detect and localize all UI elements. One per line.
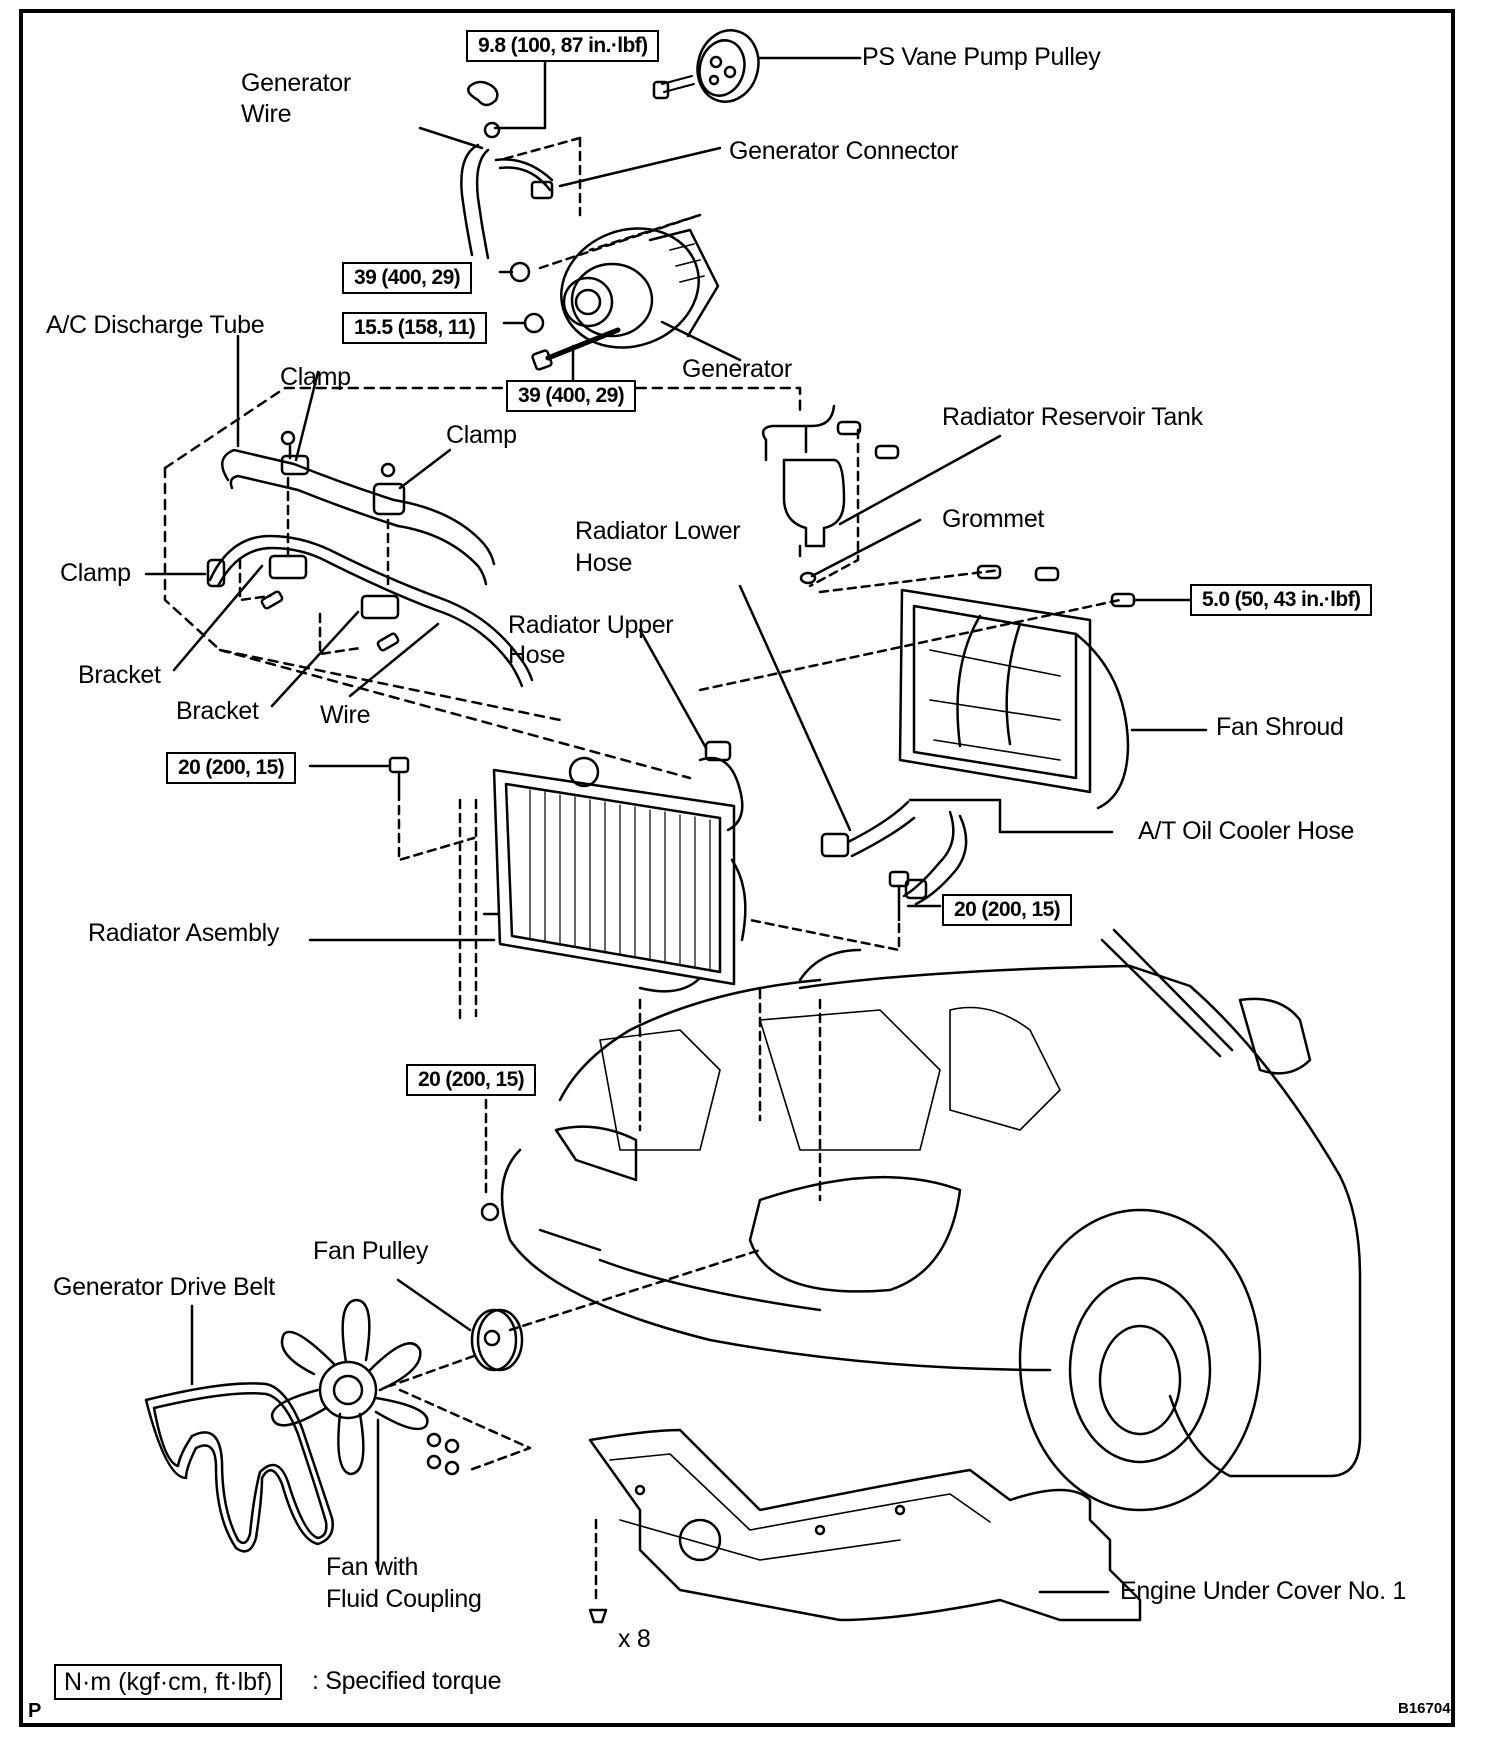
radiator-bolt-icons [308,756,942,1222]
label-generator-wire-line2: Wire [241,100,292,128]
torque-generator-terminal: 15.5 (158, 11) [342,312,488,344]
label-engine-under-cover: Engine Under Cover No. 1 [1120,1577,1407,1605]
label-fan-shroud: Fan Shroud [1216,713,1344,741]
label-clamp-top: Clamp [280,363,351,391]
label-grommet: Grommet [942,505,1045,533]
ac-discharge-tube-icon [221,334,496,590]
cap-icon [467,80,499,107]
corner-mark: P [28,1700,42,1722]
legend-description: : Specified torque [312,1667,502,1695]
vehicle-front-icon [500,928,1362,1512]
diagram-frame [19,9,1455,1727]
generator-wire-icon [418,126,722,260]
label-radiator-lower-hose-line1: Radiator Lower [575,517,741,545]
fan-with-fluid-coupling-icon [270,1298,532,1570]
reservoir-tank-icon [761,404,1002,588]
torque-radiator-left-bolt: 20 (200, 15) [166,752,297,784]
legend-torque-unit-box: N·m (kgf·cm, ft·lbf) [54,1664,283,1700]
dashed-guide [218,648,692,780]
label-ac-discharge-tube: A/C Discharge Tube [46,311,265,339]
label-generator-connector: Generator Connector [729,137,959,165]
label-generator: Generator [682,355,792,383]
ps-pump-pulley-icon [652,29,862,103]
label-fan-fluid-coupling-line2: Fluid Coupling [326,1585,482,1613]
label-clamp-left: Clamp [60,559,131,587]
label-fan-fluid-coupling-line1: Fan with [326,1553,419,1581]
label-ps-vane-pump-pulley: PS Vane Pump Pulley [862,43,1101,71]
generator-icon [498,213,742,382]
label-bracket-left: Bracket [78,661,161,689]
figure-id: B16704 [1398,1700,1451,1717]
dashed-guide [163,466,562,722]
engine-under-cover-icon [588,1428,1142,1624]
torque-leader-line [493,60,547,130]
torque-radiator-right-bolt: 20 (200, 15) [942,894,1073,926]
fan-shroud-icon [698,564,1208,810]
label-radiator-reservoir-tank: Radiator Reservoir Tank [942,403,1203,431]
torque-radiator-lower-nut: 20 (200, 15) [406,1064,537,1096]
label-fan-pulley: Fan Pulley [313,1237,429,1265]
torque-ps-pulley-nut: 9.8 (100, 87 in.·lbf) [466,30,660,62]
fan-pulley-icon [388,1248,762,1388]
label-at-oil-cooler-hose: A/T Oil Cooler Hose [1138,817,1355,845]
label-bolt-count: x 8 [618,1625,651,1653]
radiator-icon [308,740,747,993]
torque-generator-nut: 39 (400, 29) [342,262,473,294]
label-radiator-upper-hose-line1: Radiator Upper [508,611,674,639]
hose-bracket-assembly-icon [144,534,534,708]
nut-icon [483,121,501,139]
generator-drive-belt-icon [144,1304,334,1553]
label-radiator-assembly: Radiator Asembly [88,919,280,947]
torque-generator-bolt: 39 (400, 29) [506,380,637,412]
label-wire: Wire [320,701,371,729]
label-radiator-upper-hose-line2: Hose [508,641,566,669]
label-generator-drive-belt: Generator Drive Belt [53,1273,275,1301]
torque-fan-shroud-bolt: 5.0 (50, 43 in.·lbf) [1190,584,1373,616]
label-clamp-middle: Clamp [446,421,517,449]
label-radiator-lower-hose-line2: Hose [575,549,633,577]
label-bracket-right: Bracket [176,697,259,725]
label-generator-wire-line1: Generator [241,69,351,97]
radiator-hoses-icon [638,584,1114,906]
